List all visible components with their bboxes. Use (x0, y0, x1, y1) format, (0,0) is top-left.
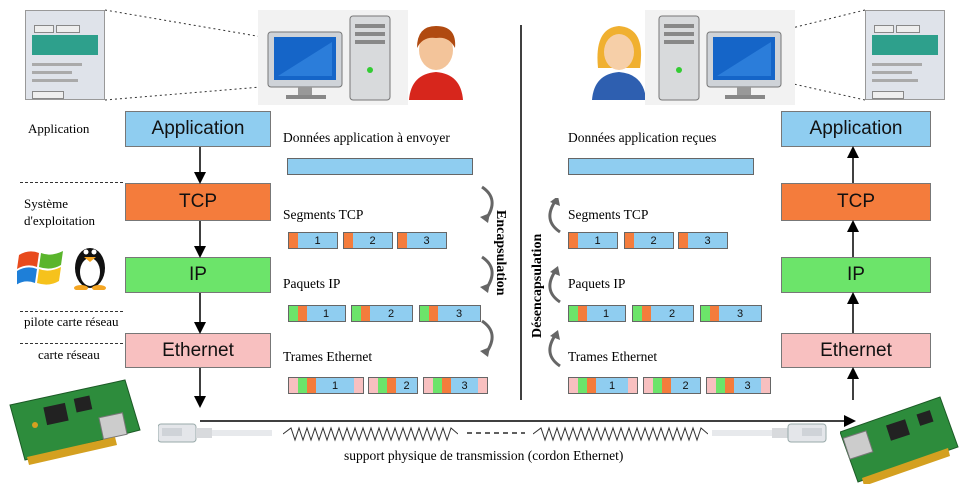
send-ip-packet: 1 (288, 305, 346, 322)
label-operating-system: Système d'exploitation (24, 196, 95, 228)
send-data-title: Données application à envoyer (283, 130, 450, 145)
signal-gap-dashes (467, 432, 525, 434)
left-user-avatar-icon (409, 26, 463, 100)
receive-ip-packet: 3 (700, 305, 762, 322)
receive-tcp-segment: 3 (678, 232, 728, 249)
encapsulation-label: Encapsulation (493, 210, 508, 296)
right-layer-ethernet: Ethernet (781, 333, 931, 368)
receive-packets-title: Paquets IP (568, 276, 626, 291)
receive-tcp-segment: 2 (624, 232, 674, 249)
receive-ip-packet: 1 (568, 305, 626, 322)
send-ethernet-frame: 1 (288, 377, 364, 394)
right-network-card-icon (840, 396, 959, 484)
right-computer-icon (645, 10, 795, 105)
send-tcp-segment: 3 (397, 232, 447, 249)
left-rj45-plug-icon (158, 423, 272, 443)
label-network-driver: pilote carte réseau (24, 314, 119, 329)
receive-ethernet-frame: 1 (568, 377, 638, 394)
receive-data-title: Données application reçues (568, 130, 717, 145)
receive-ethernet-frame: 3 (706, 377, 771, 394)
receive-ip-packet: 2 (632, 305, 694, 322)
right-user-avatar-icon (592, 26, 646, 100)
left-app-window-thumbnail (25, 10, 105, 100)
encapsulation-curved-arrows (480, 185, 494, 357)
label-network-card: carte réseau (38, 347, 100, 362)
send-tcp-segment: 1 (288, 232, 338, 249)
send-frames-title: Trames Ethernet (283, 349, 373, 364)
left-layer-tcp: TCP (125, 183, 271, 221)
send-packets-title: Paquets IP (283, 276, 341, 291)
divider-os-top (20, 182, 123, 183)
receive-ethernet-frame: 2 (643, 377, 701, 394)
send-ip-packet: 2 (351, 305, 413, 322)
transmission-medium-label: support physique de transmission (cordon… (344, 448, 624, 463)
send-ip-packet: 3 (419, 305, 481, 322)
right-rj45-plug-icon (712, 423, 827, 443)
right-layer-ip: IP (781, 257, 931, 293)
send-segments-title: Segments TCP (283, 207, 364, 222)
send-ethernet-frame: 3 (423, 377, 488, 394)
send-application-data-bar (287, 158, 473, 175)
divider-driver-top (20, 311, 123, 312)
right-layer-tcp: TCP (781, 183, 931, 221)
left-computer-icon (258, 10, 408, 105)
receive-tcp-segment: 1 (568, 232, 618, 249)
send-tcp-segment: 2 (343, 232, 393, 249)
signal-waveform-right (533, 426, 708, 442)
send-ethernet-frame: 2 (368, 377, 418, 394)
receive-application-data-bar (568, 158, 754, 175)
receive-segments-title: Segments TCP (568, 207, 649, 222)
label-application: Application (28, 121, 90, 136)
linux-tux-icon (74, 248, 106, 290)
receive-frames-title: Trames Ethernet (568, 349, 658, 364)
left-layer-ethernet: Ethernet (125, 333, 271, 368)
left-network-card-icon (9, 379, 141, 465)
right-layer-application: Application (781, 111, 931, 147)
left-layer-application: Application (125, 111, 271, 147)
divider-nic-top (20, 343, 123, 344)
signal-waveform-left (283, 426, 458, 442)
right-app-window-thumbnail (865, 10, 945, 100)
decapsulation-curved-arrows (548, 198, 561, 368)
windows-logo-icon (17, 251, 63, 285)
